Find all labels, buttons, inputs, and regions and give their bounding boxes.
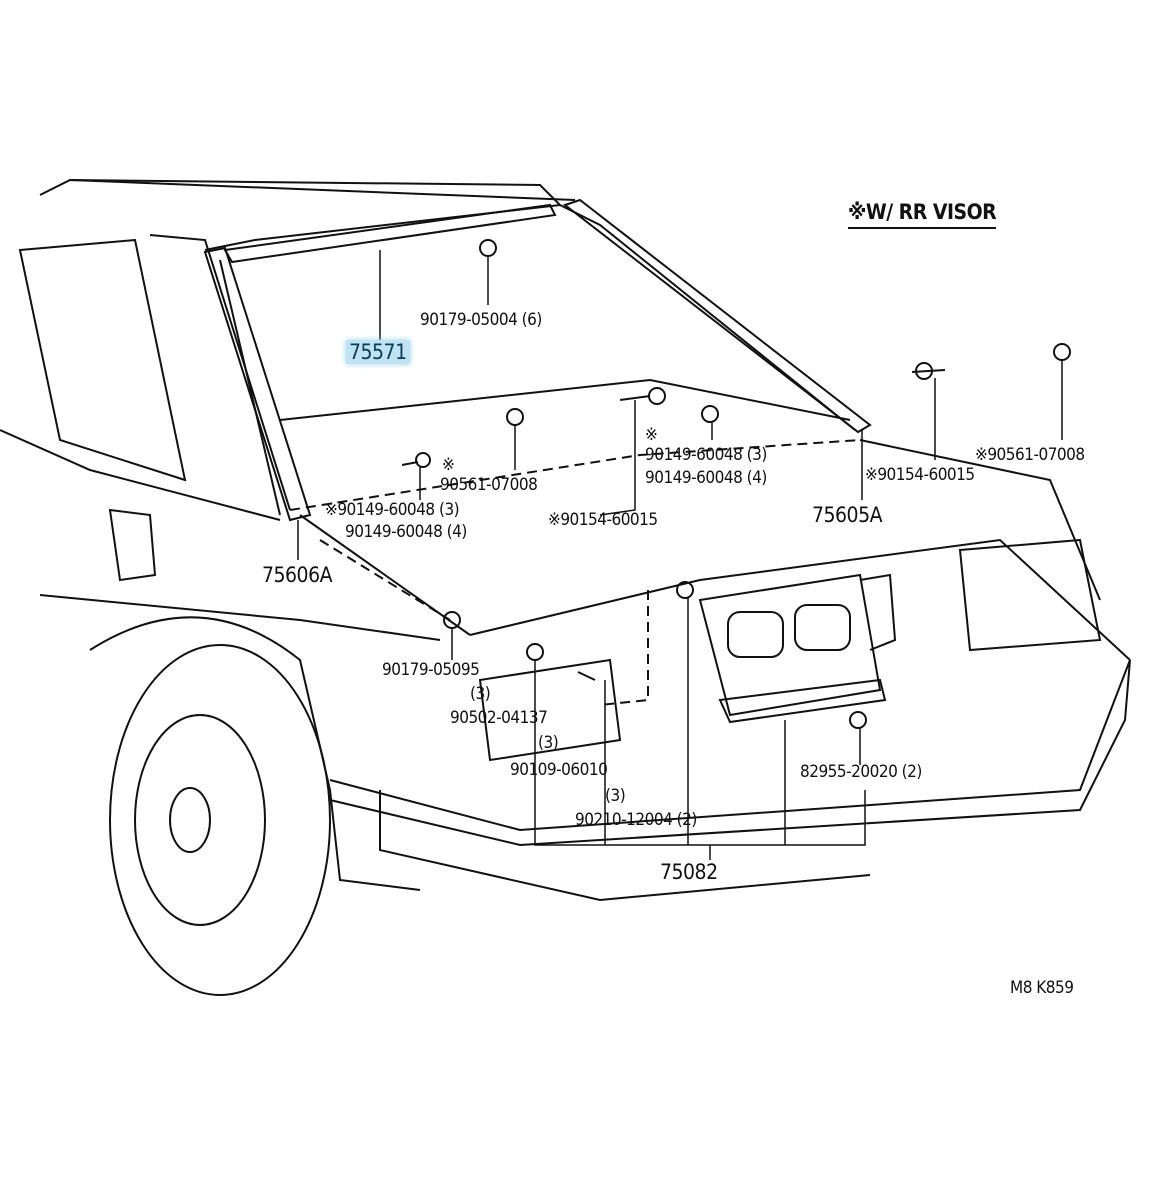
- part-90149-60048-3b[interactable]: 90149-60048 (3): [645, 445, 767, 465]
- visor-side-75606A: [203, 246, 312, 522]
- part-90179-05004[interactable]: 90179-05004 (6): [420, 310, 542, 330]
- page-code: M8 K859: [1010, 978, 1074, 998]
- part-90154-60015-b[interactable]: ※90154-60015: [865, 465, 975, 485]
- part-90149-60048-4b[interactable]: 90149-60048 (4): [645, 468, 767, 488]
- visor-side-75605A: [562, 198, 872, 434]
- part-75082[interactable]: 75082: [660, 860, 718, 884]
- qty: (3): [470, 684, 491, 704]
- part-90154-60015[interactable]: ※90154-60015: [548, 510, 658, 530]
- w-rr-visor-note: ※W/ RR VISOR: [848, 200, 997, 229]
- qty: (3): [605, 786, 626, 806]
- part-75605A[interactable]: 75605A: [812, 503, 883, 527]
- part-75606A[interactable]: 75606A: [262, 563, 333, 587]
- part-90149-60048-4[interactable]: 90149-60048 (4): [345, 522, 467, 542]
- qty: (3): [538, 733, 559, 753]
- rear-wheel: [109, 644, 331, 996]
- part-90149-60048-3[interactable]: ※90149-60048 (3): [325, 500, 460, 520]
- license-light-assembly: [698, 573, 882, 717]
- side-window: [18, 238, 187, 482]
- part-90561-07008-b[interactable]: ※90561-07008: [975, 445, 1085, 465]
- marker: ※: [442, 455, 455, 475]
- roof-outline: [39, 178, 561, 206]
- marker: ※: [645, 425, 658, 445]
- part-90561-07008[interactable]: 90561-07008: [440, 475, 538, 495]
- tail-light-right: [958, 538, 1102, 652]
- part-82955-20020[interactable]: 82955-20020 (2): [800, 762, 922, 782]
- trunk-lid: [469, 538, 1131, 661]
- part-75571[interactable]: 75571: [346, 340, 410, 364]
- leader-lines: [297, 250, 1063, 860]
- rear-bumper: [329, 659, 1131, 847]
- fuel-door: [108, 508, 157, 582]
- visor-top-75571: [223, 203, 557, 264]
- part-90179-05095[interactable]: 90179-05095: [382, 660, 480, 680]
- part-90109-06010[interactable]: 90109-06010: [510, 760, 608, 780]
- rear-window: [204, 203, 856, 431]
- part-90502-04137[interactable]: 90502-04137: [450, 708, 548, 728]
- part-90210-12004[interactable]: 90210-12004 (2): [575, 810, 697, 830]
